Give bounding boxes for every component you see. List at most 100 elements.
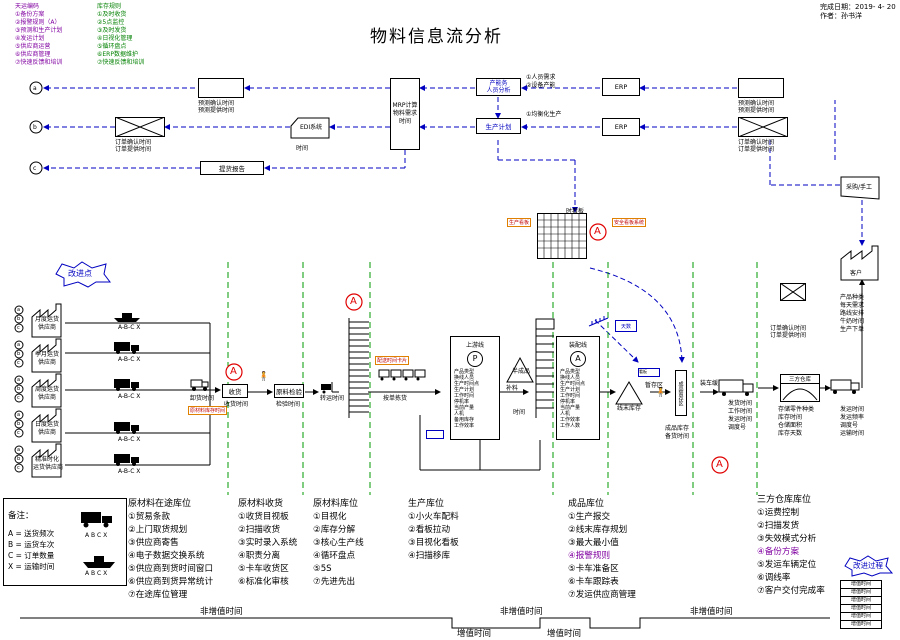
third-party-item: 库存天数 xyxy=(778,430,803,437)
third-party-item: 存储零件种类 xyxy=(778,406,815,413)
note-left: 天运编码 xyxy=(15,3,40,10)
list-item: ①目视化 xyxy=(313,512,347,522)
semi-label: 半成品 xyxy=(512,368,531,375)
list-item: ⑦在途库位管理 xyxy=(128,590,188,600)
table-row: 增值时间 xyxy=(841,597,881,605)
list-item: ②扫描发货 xyxy=(757,521,800,531)
list-item: ②线末库存规划 xyxy=(568,525,628,535)
supplier-name: 运货供应商 xyxy=(33,464,64,471)
timeline-line xyxy=(20,617,830,629)
list-item: ④扫描移库 xyxy=(408,551,451,561)
planner-line1: 产能务 xyxy=(489,80,508,87)
line1-item: 工作效率 xyxy=(454,423,475,429)
order-left-line1: 订单确认时间 xyxy=(115,139,152,146)
legend-item: B = 运货车次 xyxy=(8,540,55,549)
line1-item: 工作时间 xyxy=(454,393,475,399)
finished-pallet-icon xyxy=(615,381,643,405)
customer-order-box xyxy=(780,283,806,301)
list-third-party: 三方仓库库位 ①运费控制 ②扫描发货 ③失效模式分析 ④备份方案 ⑤发运车辆定位… xyxy=(757,494,825,598)
supplier-marker: a xyxy=(17,412,21,418)
sales-manual-label: 采购/手工 xyxy=(846,184,873,191)
supplier-name: 月度运货 xyxy=(35,316,60,323)
operator-icon-2: 🧍 xyxy=(655,388,667,398)
supplier-marker: b xyxy=(17,316,21,322)
line2-a-icon: A xyxy=(570,351,586,367)
note-right: ⑤循环盘点 xyxy=(97,43,127,50)
erp-box-1: ERP xyxy=(602,78,640,96)
abcx-label: A-B-C X xyxy=(118,436,141,443)
list-item: ①运费控制 xyxy=(757,508,800,518)
note-right: ①及时收货 xyxy=(97,11,127,18)
forecast-right-line1: 预测确认时间 xyxy=(738,100,775,107)
order-right-line2: 订单提供时间 xyxy=(738,146,775,153)
supplier-marker: a xyxy=(17,377,21,383)
customer-demand-item: 路线安排 xyxy=(840,310,865,317)
list-item: ①收货目视板 xyxy=(238,512,289,522)
table-row: 增值时间 xyxy=(841,605,881,613)
legend-ship-label: A B C X xyxy=(85,570,108,577)
fill-time: 时间 xyxy=(513,409,526,416)
note-right: 库存规则 xyxy=(97,3,122,10)
kanban-card-1 xyxy=(426,430,444,439)
unload-truck-icon xyxy=(190,379,209,391)
list-item: ②上门取货规划 xyxy=(128,525,188,535)
board-tag-left: 生产看板 xyxy=(507,218,532,227)
list-raw-storage: 原材料库位 ①目视化 ②库存分解 ③核心生产线 ④循环盘点 ⑤5S ⑦先进先出 xyxy=(313,498,364,589)
list-item: ⑦客户交付完成率 xyxy=(757,586,825,596)
list-item: ⑥标准化审核 xyxy=(238,577,289,587)
list-item: ①贸易条款 xyxy=(128,512,171,522)
third-party-title: 三方仓库 xyxy=(781,375,819,384)
picking-train-icon xyxy=(378,369,426,381)
store-box: 原料检验 xyxy=(274,384,304,398)
mrp-line1: MRP计算 xyxy=(392,102,418,109)
alert-a-receive: A xyxy=(230,366,237,377)
timeline-nva-1: 非增值时间 xyxy=(200,607,243,617)
supplier-icons xyxy=(14,303,62,478)
loading-truck-icon xyxy=(718,379,754,396)
balanced-production: ①均衡化生产 xyxy=(526,111,562,118)
list-item: ④职责分离 xyxy=(238,551,281,561)
forecast-left-line2: 预测提供时间 xyxy=(198,107,235,114)
customer-order-line2: 订单提供时间 xyxy=(770,332,807,339)
list-head: 生产库位 xyxy=(408,499,445,509)
store-time: 检验时间 xyxy=(276,401,301,408)
note-right: ③及时发货 xyxy=(97,27,127,34)
list-item: ③最大最小值 xyxy=(568,538,619,548)
upstream-line-box: 上游线 P 产品类型 换线人员 生产时间点 生产计划 工作时间 停机率 当前产量… xyxy=(450,336,500,440)
list-head: 原材料收货 xyxy=(238,499,284,509)
edi-time: 时间 xyxy=(296,145,309,152)
line-end-stock: 线末库存 xyxy=(617,405,642,412)
list-item: ①小火车配料 xyxy=(408,512,459,522)
timeline-va-1: 增值时间 xyxy=(457,629,492,639)
line2-item: 工作时间 xyxy=(560,393,581,399)
supplier-marker: c xyxy=(17,395,20,401)
list-item: ④备份方案 xyxy=(757,547,800,557)
kaizen-end-burst xyxy=(844,555,894,577)
third-party-item: 仓储面积 xyxy=(778,422,803,429)
edi-icon xyxy=(290,117,330,139)
page-title: 物料信息流分析 xyxy=(370,27,503,47)
customer-demand-item: 每天需求 xyxy=(840,302,865,309)
list-finished: 成品库位 ①生产报交 ②线末库存规划 ③最大最小值 ④报警规则 ⑤卡车准备区 ⑥… xyxy=(568,498,636,602)
load-time-item: 调度号 xyxy=(728,424,747,431)
supplier-marker: c xyxy=(17,360,20,366)
mrp-line3: 时间 xyxy=(398,118,411,125)
table-row: 增值时间 xyxy=(841,621,881,629)
note-left: ⑤供应商运营 xyxy=(15,43,51,50)
board-label: 时看板 xyxy=(566,208,585,215)
list-item: ⑤发运车辆定位 xyxy=(757,560,817,570)
endpoint-a: a xyxy=(33,85,37,92)
abcx-label: A-B-C X xyxy=(118,324,141,331)
info-flow-lines xyxy=(43,85,865,363)
finished-stage-box: 成品暂存区 xyxy=(675,370,687,416)
list-item: ③供应商寄售 xyxy=(128,538,179,548)
line1-item: 停机率 xyxy=(454,399,470,405)
line1-item: 生产时间点 xyxy=(454,381,480,387)
table-row: 增值时间 xyxy=(841,589,881,597)
line1-item: 备用库存 xyxy=(454,417,475,423)
legend-truck-label: A B C X xyxy=(85,532,108,539)
note-right: ②5点监控 xyxy=(97,19,125,26)
fill-label: 补料 xyxy=(506,385,519,392)
list-item: ⑥供应商到货异常统计 xyxy=(128,577,214,587)
